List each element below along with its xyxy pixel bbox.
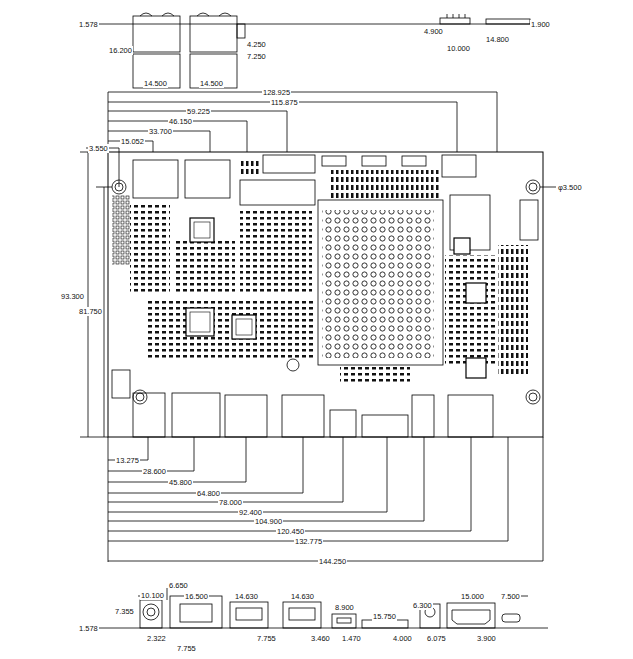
dimension-label: 13.275 [115,456,140,465]
dimension-label: 14.500 [143,79,168,88]
dimension-label: 7.355 [114,607,135,616]
dimension-label: 2.322 [146,634,167,643]
dimension-label: 16.500 [184,592,209,601]
dimension-label: 4.000 [392,634,413,643]
dimension-label: 45.800 [168,478,193,487]
dimension-label: 14.630 [290,592,315,601]
dimension-label: 128.925 [262,88,291,97]
dimension-label: 14.500 [199,79,224,88]
dimension-label: 3.900 [476,634,497,643]
dimension-label: 93.300 [60,292,85,301]
dimension-label: 7.755 [256,634,277,643]
dimension-label: 28.600 [142,467,167,476]
dimension-label: 7.500 [500,592,521,601]
dimension-label: 6.650 [168,581,189,590]
dimension-label: 1.578 [78,624,99,633]
dimension-label: 1.578 [78,20,99,29]
dimension-label: 10.100 [140,591,165,600]
dimension-label: 7.755 [176,644,197,653]
dimension-label: 104.900 [254,517,283,526]
dimension-label: 8.900 [334,603,355,612]
dimension-label: 10.000 [446,44,471,53]
dimension-label: 14.630 [234,592,259,601]
dimension-label: 92.400 [238,508,263,517]
dimension-label: 16.200 [108,46,133,55]
dimension-label: 1.470 [341,634,362,643]
dimension-label: 115.875 [270,98,299,107]
dimension-label: 59.225 [186,107,211,116]
dimension-label: 1.900 [530,20,551,29]
dimension-label: 6.075 [426,634,447,643]
dimension-label: 78.000 [218,498,243,507]
dimension-label: 144.250 [318,557,347,566]
dimension-label: 15.000 [460,592,485,601]
dimension-label: φ3.500 [557,183,583,192]
dimension-label: 7.250 [246,52,267,61]
dimension-label: 15.750 [372,612,397,621]
dimension-label: 3.550 [88,144,109,153]
dimension-label: 3.460 [310,634,331,643]
dimension-label: 46.150 [168,117,193,126]
dimension-label: 33.700 [148,127,173,136]
dimension-label: 4.250 [246,40,267,49]
dimension-label: 14.800 [485,35,510,44]
dimension-label: 64.800 [196,489,221,498]
dimension-label: 15.052 [120,137,145,146]
dimension-label: 120.450 [276,527,305,536]
dimension-label: 6.300 [412,601,433,610]
dimension-label: 132.775 [294,537,323,546]
dimension-label: 81.750 [78,307,103,316]
dimension-label: 4.900 [423,27,444,36]
